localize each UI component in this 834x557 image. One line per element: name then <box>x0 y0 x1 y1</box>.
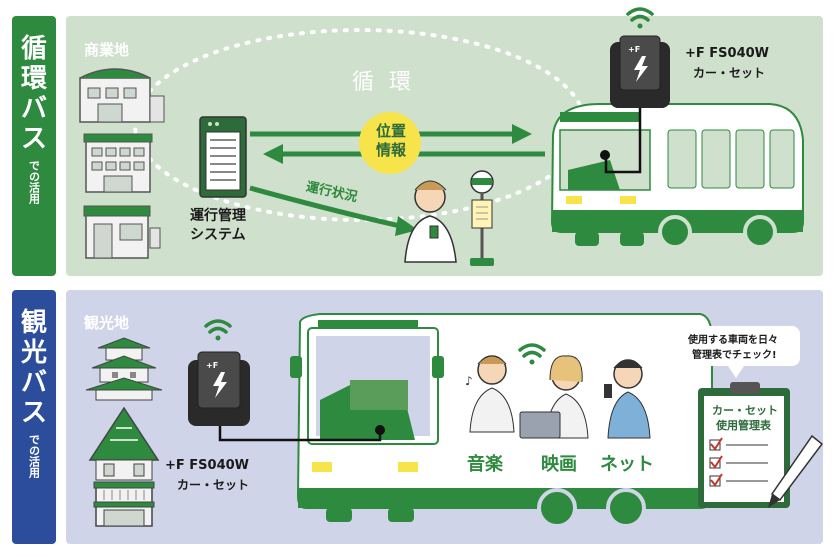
net-label: ネット <box>600 454 654 475</box>
device-type-bottom: カー・セット <box>177 478 250 492</box>
arrows-to-clipboard <box>672 424 686 476</box>
svg-text:+F: +F <box>206 361 218 370</box>
bus-stop-icon <box>470 170 494 266</box>
device-name-bottom: +F FS040W <box>165 458 250 473</box>
car-set-device-top: +F <box>610 35 670 108</box>
wifi-icon-bottom-left <box>204 319 232 341</box>
passenger-icon <box>404 180 457 263</box>
wifi-icon-top <box>626 7 654 29</box>
device-type-top: カー・セット <box>693 66 766 80</box>
callout-line-1: 使用する車両を日々 <box>688 335 778 346</box>
passenger-movie-icon <box>519 355 589 439</box>
tourist-area-label: 観光地 <box>84 314 130 332</box>
clipboard-title-1: カー・セット <box>712 404 778 417</box>
loop-label: 循 環 <box>352 70 415 95</box>
tour-bus-subtitle: での活用 <box>27 434 41 478</box>
car-set-device-bottom: +F <box>188 351 250 426</box>
wifi-icon-bottom-center <box>518 343 546 365</box>
passenger-net-icon <box>604 359 651 439</box>
loop-bus-illustration <box>550 103 804 249</box>
system-label-line-2: システム <box>190 227 246 243</box>
callout-line-2: 管理表でチェック! <box>692 350 777 361</box>
commercial-building-icon <box>79 68 165 123</box>
callout-bubble <box>680 326 800 378</box>
position-info-label: 位置情報 <box>375 122 406 159</box>
clipboard-icon <box>698 382 790 508</box>
townhouse-icon <box>93 481 155 527</box>
svg-text:♪: ♪ <box>465 374 473 388</box>
movie-label: 映画 <box>541 454 577 475</box>
clipboard-title-2: 使用管理表 <box>716 419 771 432</box>
office-building-icon <box>83 133 153 193</box>
loop-bus-title: 循環バス <box>20 34 47 154</box>
position-info-badge <box>359 112 421 174</box>
system-label-line-1: 運行管理 <box>190 208 246 224</box>
tour-bus-title: 観光バス <box>20 308 47 428</box>
castle-icon <box>85 337 163 401</box>
pen-icon <box>768 434 824 508</box>
tour-bus-tab: 観光バス での活用 <box>12 290 56 544</box>
music-label: 音楽 <box>467 454 503 475</box>
management-system-icon <box>199 116 247 198</box>
loop-bus-subtitle: での活用 <box>27 160 41 204</box>
commercial-area-label: 商業地 <box>84 41 130 59</box>
loop-bus-tab: 循環バス での活用 <box>12 16 56 276</box>
passenger-music-icon: ♪ <box>465 355 515 433</box>
thatched-house-icon <box>88 406 160 481</box>
device-name-top: +F FS040W <box>685 46 770 61</box>
shop-icon <box>83 205 161 259</box>
svg-text:+F: +F <box>628 45 640 54</box>
